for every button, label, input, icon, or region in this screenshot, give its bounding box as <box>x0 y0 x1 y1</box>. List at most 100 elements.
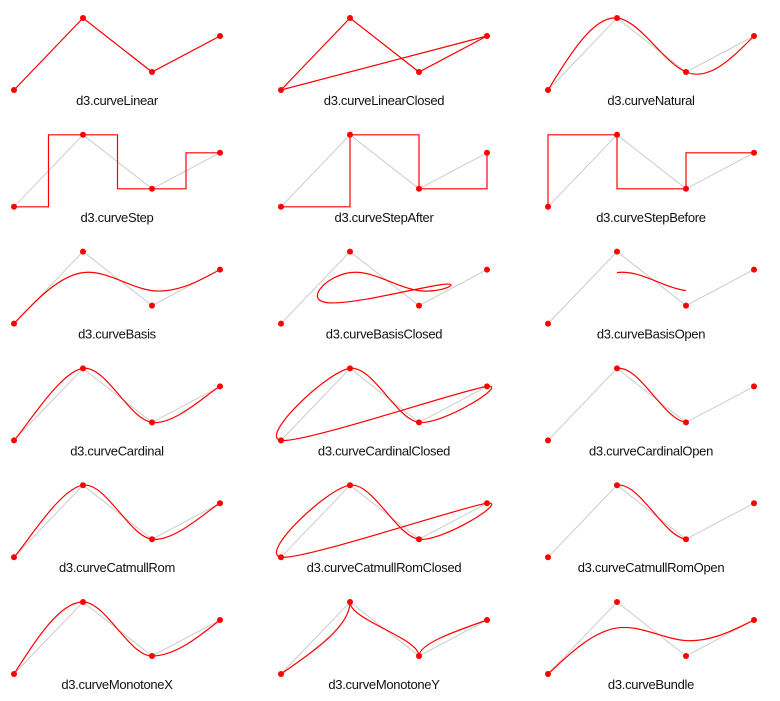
control-point <box>416 653 422 659</box>
control-point <box>80 248 86 255</box>
control-point <box>347 131 353 138</box>
control-point <box>751 617 757 623</box>
control-point <box>80 599 86 605</box>
curve-label: d3.curveBasis <box>78 327 157 342</box>
curve-label: d3.curveCardinalClosed <box>318 443 450 458</box>
guide-polyline <box>547 367 755 441</box>
curve-label: d3.curveBasisClosed <box>326 327 442 342</box>
control-point <box>484 149 490 156</box>
control-point <box>416 302 422 309</box>
control-point <box>545 87 551 93</box>
curve-path <box>616 484 687 540</box>
curve-label: d3.curveCatmullRomClosed <box>307 560 462 575</box>
curve-label: d3.curveCatmullRom <box>59 560 175 575</box>
guide-polyline <box>280 134 488 208</box>
guide-polyline <box>280 367 488 441</box>
control-point <box>484 500 490 507</box>
control-point <box>347 599 353 605</box>
curve-path <box>13 17 221 91</box>
control-point <box>149 653 155 659</box>
control-point <box>683 536 689 543</box>
control-point <box>217 500 223 507</box>
control-point <box>751 33 757 39</box>
curve-label: d3.curveStepBefore <box>596 210 706 225</box>
guide-polyline <box>13 17 221 91</box>
curve-path <box>547 17 755 91</box>
curve-panel: d3.curveBundle <box>545 599 757 692</box>
guide-polyline <box>547 17 755 91</box>
control-point <box>80 482 86 489</box>
control-point <box>80 365 86 372</box>
control-point <box>416 419 422 426</box>
curve-panel: d3.curveBasis <box>11 248 223 342</box>
curve-label: d3.curveMonotoneY <box>328 677 440 692</box>
control-point <box>217 149 223 156</box>
control-point <box>217 266 223 273</box>
control-point <box>11 203 17 210</box>
control-point <box>614 365 620 372</box>
control-point <box>11 320 17 327</box>
curve-panel: d3.curveCardinal <box>11 365 223 458</box>
curve-panel: d3.curveCardinalOpen <box>545 365 757 458</box>
curve-path <box>13 367 221 441</box>
curve-label: d3.curveCatmullRomOpen <box>578 560 725 575</box>
control-point <box>751 266 757 273</box>
guide-polyline <box>13 601 221 675</box>
control-point <box>614 599 620 605</box>
curve-path <box>13 484 221 558</box>
control-point <box>278 203 284 210</box>
control-point <box>545 671 551 677</box>
curve-path <box>13 269 221 325</box>
curve-path <box>281 134 488 208</box>
guide-polyline <box>280 17 488 91</box>
curve-path <box>547 619 755 675</box>
curve-path <box>616 271 686 292</box>
curve-path <box>275 484 493 558</box>
control-point <box>683 69 689 75</box>
control-point <box>614 15 620 21</box>
control-point <box>751 500 757 507</box>
curve-panel: d3.curveStepAfter <box>278 131 490 225</box>
curve-label: d3.curveNatural <box>607 93 695 108</box>
control-point <box>149 69 155 75</box>
control-point <box>484 617 490 623</box>
guide-polyline <box>280 484 488 558</box>
curve-panel: d3.curveCardinalClosed <box>275 365 493 458</box>
curve-panel: d3.curveMonotoneX <box>11 599 223 692</box>
guide-polyline <box>280 601 488 675</box>
control-point <box>278 671 284 677</box>
control-point <box>217 33 223 39</box>
curve-panel: d3.curveLinear <box>11 15 223 108</box>
control-point <box>683 185 689 192</box>
control-point <box>149 185 155 192</box>
guide-polyline <box>13 250 221 324</box>
control-point <box>484 383 490 390</box>
curve-path <box>547 134 754 207</box>
control-point <box>484 33 490 39</box>
curve-path <box>316 271 452 304</box>
curve-panel: d3.curveLinearClosed <box>278 15 490 108</box>
control-point <box>347 248 353 255</box>
curve-path <box>616 367 687 423</box>
control-point <box>80 15 86 21</box>
curve-path <box>275 367 493 442</box>
control-point <box>11 554 17 561</box>
control-point <box>614 248 620 255</box>
curve-label: d3.curveLinear <box>76 93 159 108</box>
control-point <box>278 437 284 444</box>
curve-panel: d3.curveCatmullRom <box>11 482 223 575</box>
curve-label: d3.curveCardinal <box>70 443 164 458</box>
curve-label: d3.curveLinearClosed <box>324 93 445 108</box>
control-point <box>545 203 551 210</box>
guide-polyline <box>547 134 755 208</box>
curve-panel: d3.curveBasisClosed <box>278 248 490 342</box>
control-point <box>614 482 620 489</box>
guide-polyline <box>547 601 755 675</box>
control-point <box>11 87 17 93</box>
control-point <box>149 536 155 543</box>
control-point <box>149 302 155 309</box>
control-point <box>545 554 551 561</box>
control-point <box>347 15 353 21</box>
curve-label: d3.curveCardinalOpen <box>589 443 713 458</box>
